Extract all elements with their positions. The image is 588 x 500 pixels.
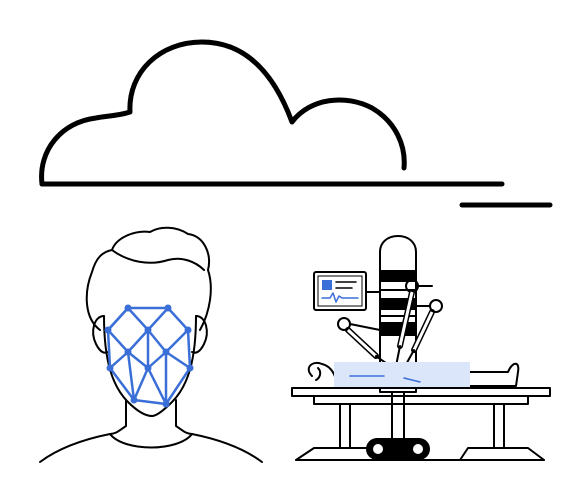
hair-outline [85, 226, 212, 331]
cloud-icon [39, 39, 553, 208]
left-ear [92, 315, 109, 354]
mesh-nodes [104, 304, 194, 408]
monitor-icon [313, 271, 381, 311]
face-left-contour [103, 315, 153, 417]
collar [109, 433, 193, 449]
neck-left [109, 399, 127, 435]
right-ear [191, 315, 208, 354]
shoulder-left [39, 433, 111, 463]
face-recognition-icon [39, 226, 263, 463]
hair-line [111, 249, 205, 271]
face-mesh [104, 304, 194, 408]
face-right-contour [151, 315, 197, 417]
robot-arms [337, 279, 443, 369]
surgical-drape [334, 362, 470, 388]
patient [307, 362, 520, 388]
robot-base [366, 391, 430, 460]
neck-right [175, 399, 193, 435]
shoulder-right [191, 433, 263, 463]
robotic-surgery-icon [291, 235, 551, 461]
